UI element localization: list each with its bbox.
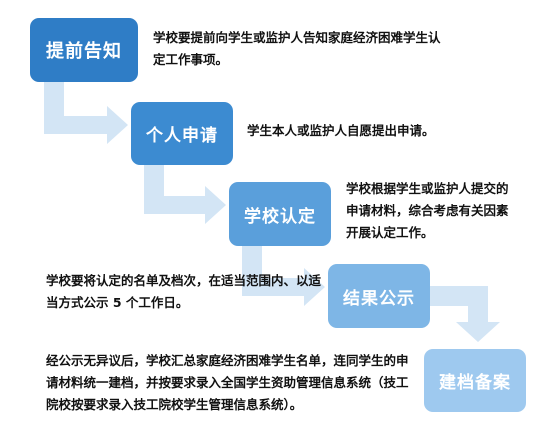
step-box-3: 学校认定 (229, 182, 331, 246)
step-label-5: 建档备案 (439, 373, 511, 393)
step-description-4: 学校要将认定的名单及档次，在适当范围内、以适当方式公示 5 个工作日。 (46, 273, 322, 310)
connector-arrow-1 (44, 82, 128, 144)
step-label-4: 结果公示 (343, 288, 415, 309)
step-label-1: 提前告知 (46, 41, 122, 62)
step-description-2: 学生本人或监护人自愿提出申请。 (247, 123, 435, 138)
connector-arrow-2 (144, 165, 226, 224)
step-box-4: 结果公示 (328, 264, 430, 328)
step-box-2: 个人申请 (131, 102, 233, 165)
connector-arrow-4 (430, 286, 500, 342)
step-label-2: 个人申请 (146, 126, 218, 146)
step-description-1: 学校要提前向学生或监护人告知家庭经济困难学生认定工作事项。 (153, 30, 441, 67)
step-box-1: 提前告知 (30, 18, 138, 82)
step-description-5: 经公示无异议后，学校汇总家庭经济困难学生名单，连同学生的申请材料统一建档，并按要… (46, 353, 409, 412)
connector-arrow-3 (242, 246, 325, 306)
step-description-3: 学校根据学生或监护人提交的申请材料，综合考虑有关因素开展认定工作。 (346, 181, 509, 240)
step-box-5: 建档备案 (424, 349, 526, 412)
step-label-3: 学校认定 (244, 206, 316, 227)
